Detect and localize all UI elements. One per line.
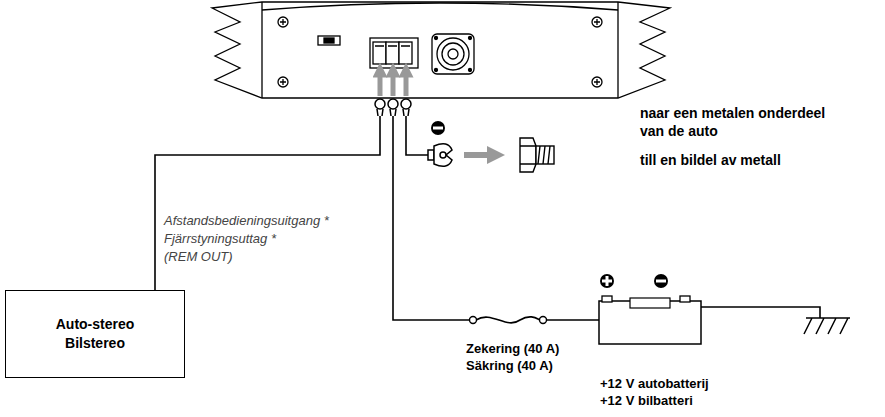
wire bbox=[155, 116, 820, 323]
stereo-box: Auto-stereoBilstereo bbox=[5, 290, 185, 378]
battery-label: +12 V bilbatteri bbox=[600, 392, 709, 409]
ring-terminal bbox=[375, 99, 411, 116]
ground-note: naar een metalen onderdeel van de auto bbox=[640, 104, 840, 140]
bolt bbox=[520, 138, 554, 172]
ground-symbol bbox=[804, 318, 850, 334]
direction-arrow bbox=[464, 152, 496, 158]
battery-label: +12 V autobatterij bbox=[600, 375, 709, 392]
ground-note: till en bildel av metall bbox=[640, 151, 781, 169]
battery-outline bbox=[598, 295, 702, 345]
box-text: Bilstereo bbox=[65, 334, 125, 353]
wire-label: Afstandsbedieningsuitgang * bbox=[164, 212, 329, 230]
polarity-symbol bbox=[431, 121, 668, 288]
wire-label: Fjärrstyningsuttag * bbox=[164, 230, 276, 248]
fuse-label: Zekering (40 A) bbox=[466, 340, 559, 358]
insert-arrow bbox=[380, 70, 406, 96]
ground-lug bbox=[428, 144, 452, 167]
wire-label: (REM OUT) bbox=[164, 248, 233, 266]
fuse-symbol bbox=[470, 317, 547, 324]
box-text: Auto-stereo bbox=[56, 315, 135, 334]
battery: +12 V autobatterij+12 V bilbatteri bbox=[598, 295, 702, 345]
amplifier bbox=[212, 2, 670, 98]
fuse-label: Säkring (40 A) bbox=[466, 357, 553, 375]
